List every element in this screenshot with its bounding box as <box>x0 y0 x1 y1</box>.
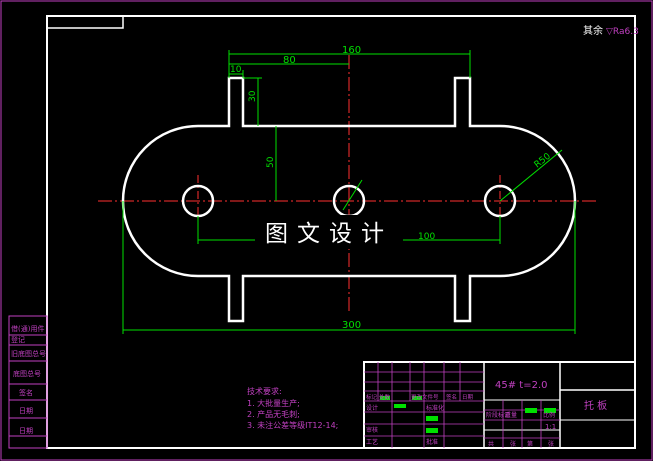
tb-material: 45# t=2.0 <box>495 380 548 391</box>
tb-sheet-unit-2: 张 <box>548 440 554 448</box>
side-strip-label-5: 签名 <box>19 388 33 397</box>
tb-row-label-5: 日期 <box>462 394 474 401</box>
tech-req-item-3: 3. 未注公差等级IT12-14; <box>247 420 338 430</box>
tb-weight-label: 重量 <box>505 411 517 419</box>
code-box <box>47 16 124 29</box>
tb-stage-label: 阶段标记 <box>486 411 510 419</box>
title-block <box>363 361 636 449</box>
dim-160-label: 160 <box>342 45 361 56</box>
dim-r50-label: R50 <box>533 151 553 170</box>
tb-sheet-total-label: 共 <box>488 440 494 448</box>
tb-row-label-1: 标记 <box>366 393 378 401</box>
tb-process-label: 工艺 <box>366 438 378 446</box>
tb-scale-value: 1:1 <box>545 423 556 431</box>
drawing-frame <box>46 15 636 449</box>
watermark-bg <box>255 215 403 249</box>
roughness-symbol: ▽Ra6.3 <box>606 27 639 37</box>
dim-r50 <box>499 149 563 202</box>
dim-300-label: 300 <box>342 320 361 331</box>
plate-outline <box>121 76 577 323</box>
tb-row-label-3: 更改文件号 <box>411 393 439 401</box>
tb-sheet-unit-1: 张 <box>510 440 516 448</box>
tb-row-label-2: 处数 <box>379 393 391 401</box>
dim-300 <box>122 201 576 334</box>
tb-approve-label: 批准 <box>426 438 438 446</box>
side-strip-label-6: 日期 <box>19 407 33 415</box>
tb-scale-label: 比例 <box>543 411 555 419</box>
tech-req-item-2: 2. 产品无毛刺; <box>247 409 300 419</box>
dim-10-label: 10 <box>230 65 242 75</box>
tb-part-name: 托 板 <box>584 399 607 412</box>
dim-80-label: 80 <box>283 55 296 66</box>
center-hole-leader <box>342 179 363 211</box>
dim-30 <box>243 77 262 126</box>
tb-row-label-4: 签名 <box>446 393 457 401</box>
side-strip-label-1: 借(通)用件 <box>11 324 44 333</box>
dim-100-label: 100 <box>418 232 435 242</box>
tb-sheet-no-label: 第 <box>527 440 533 448</box>
side-strip <box>8 315 48 449</box>
tech-req-item-1: 1. 大批量生产; <box>247 398 300 408</box>
side-strip-label-7: 日期 <box>19 427 33 435</box>
tb-review-label: 审核 <box>366 426 378 434</box>
dim-10 <box>229 70 244 78</box>
watermark: 图文设计 <box>265 221 393 247</box>
side-strip-label-2: 登记 <box>11 335 25 344</box>
side-strip-label-3: 旧底图总号 <box>11 349 46 358</box>
dim-50-label: 50 <box>266 156 276 168</box>
tech-req-title: 技术要求: <box>247 386 282 396</box>
tb-design-label: 设计 <box>366 404 378 412</box>
side-strip-label-4: 底图总号 <box>13 369 41 378</box>
roughness-note-label: 其余 <box>583 24 603 37</box>
dim-30-label: 30 <box>248 90 258 102</box>
tb-standard-label: 标准化 <box>426 404 444 412</box>
